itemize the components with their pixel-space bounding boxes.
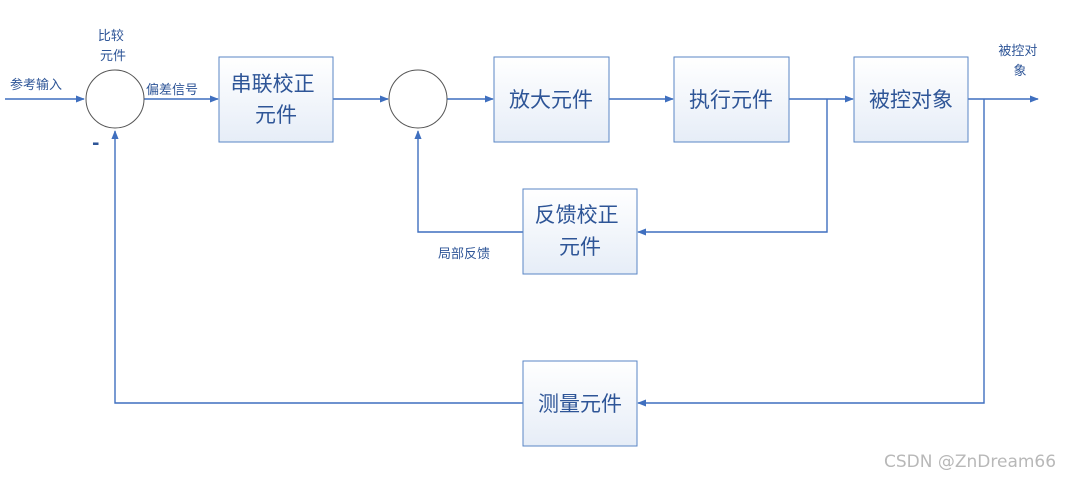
local-feedback-label: 局部反馈 (438, 247, 490, 262)
block-series-corrector: 串联校正 元件 (218, 56, 334, 143)
amplifier-label: 放大元件 (509, 88, 593, 112)
block-plant: 被控对象 (853, 56, 969, 143)
block-measurement: 测量元件 (522, 360, 638, 447)
reference-input-label: 参考输入 (10, 77, 62, 93)
measurement-label: 测量元件 (538, 392, 622, 416)
feedback-corrector-line-1: 反馈校正 (535, 203, 619, 227)
svg-text:比较 元件: 比较 元件 (98, 29, 128, 64)
error-signal-label: 偏差信号 (146, 83, 198, 98)
watermark: CSDN @ZnDream66 (884, 452, 1056, 472)
svg-text:串联校正 元件: 串联校正 元件 (231, 72, 322, 127)
local-sum-circle (388, 69, 448, 129)
plant-label: 被控对象 (869, 88, 953, 112)
series-corrector-line-2: 元件 (255, 103, 297, 127)
feedback-corrector-line-2: 元件 (559, 235, 601, 259)
comparator-circle (85, 69, 145, 129)
comparator-label-line-1: 比较 (98, 29, 124, 44)
block-amplifier: 放大元件 (493, 56, 610, 143)
svg-text:反馈校正 元件: 反馈校正 元件 (535, 203, 626, 259)
main-feedback-path-in (637, 99, 985, 407)
block-feedback-corrector: 反馈校正 元件 (522, 188, 638, 275)
local-feedback-path-in (637, 99, 828, 236)
local-feedback-path-out (414, 130, 523, 233)
output-label-line-2: 象 (1013, 64, 1026, 79)
output-label-line-1: 被控对 (998, 44, 1037, 59)
series-corrector-line-1: 串联校正 (231, 72, 315, 96)
minus-sign: - (92, 133, 99, 154)
comparator-label-line-2: 元件 (100, 49, 126, 64)
actuator-label: 执行元件 (689, 88, 773, 112)
svg-text:被控对 象: 被控对 象 (998, 44, 1041, 79)
main-feedback-path-out (111, 130, 523, 404)
block-actuator: 执行元件 (673, 56, 790, 143)
